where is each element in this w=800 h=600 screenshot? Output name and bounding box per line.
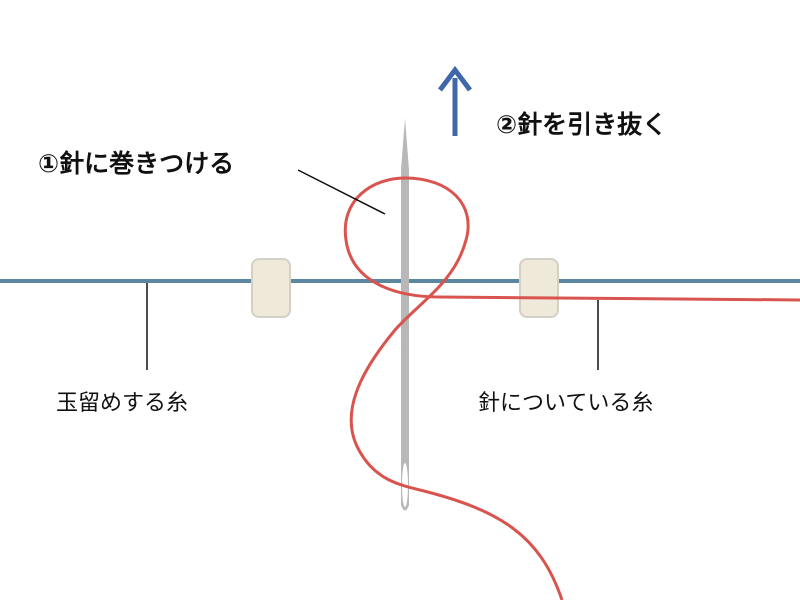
label-step2: ②針を引き抜く	[496, 110, 668, 139]
fabric-block-left	[251, 258, 291, 318]
fabric-block-right	[519, 258, 559, 318]
leader-line-step1	[297, 169, 386, 215]
label-needle-thread: 針についている糸	[478, 391, 654, 416]
up-arrow-icon	[438, 65, 472, 136]
needle-thread	[343, 176, 800, 600]
label-knot-thread: 玉留めする糸	[56, 391, 189, 416]
label-step1: ①針に巻きつける	[38, 149, 235, 178]
needle	[401, 118, 409, 511]
